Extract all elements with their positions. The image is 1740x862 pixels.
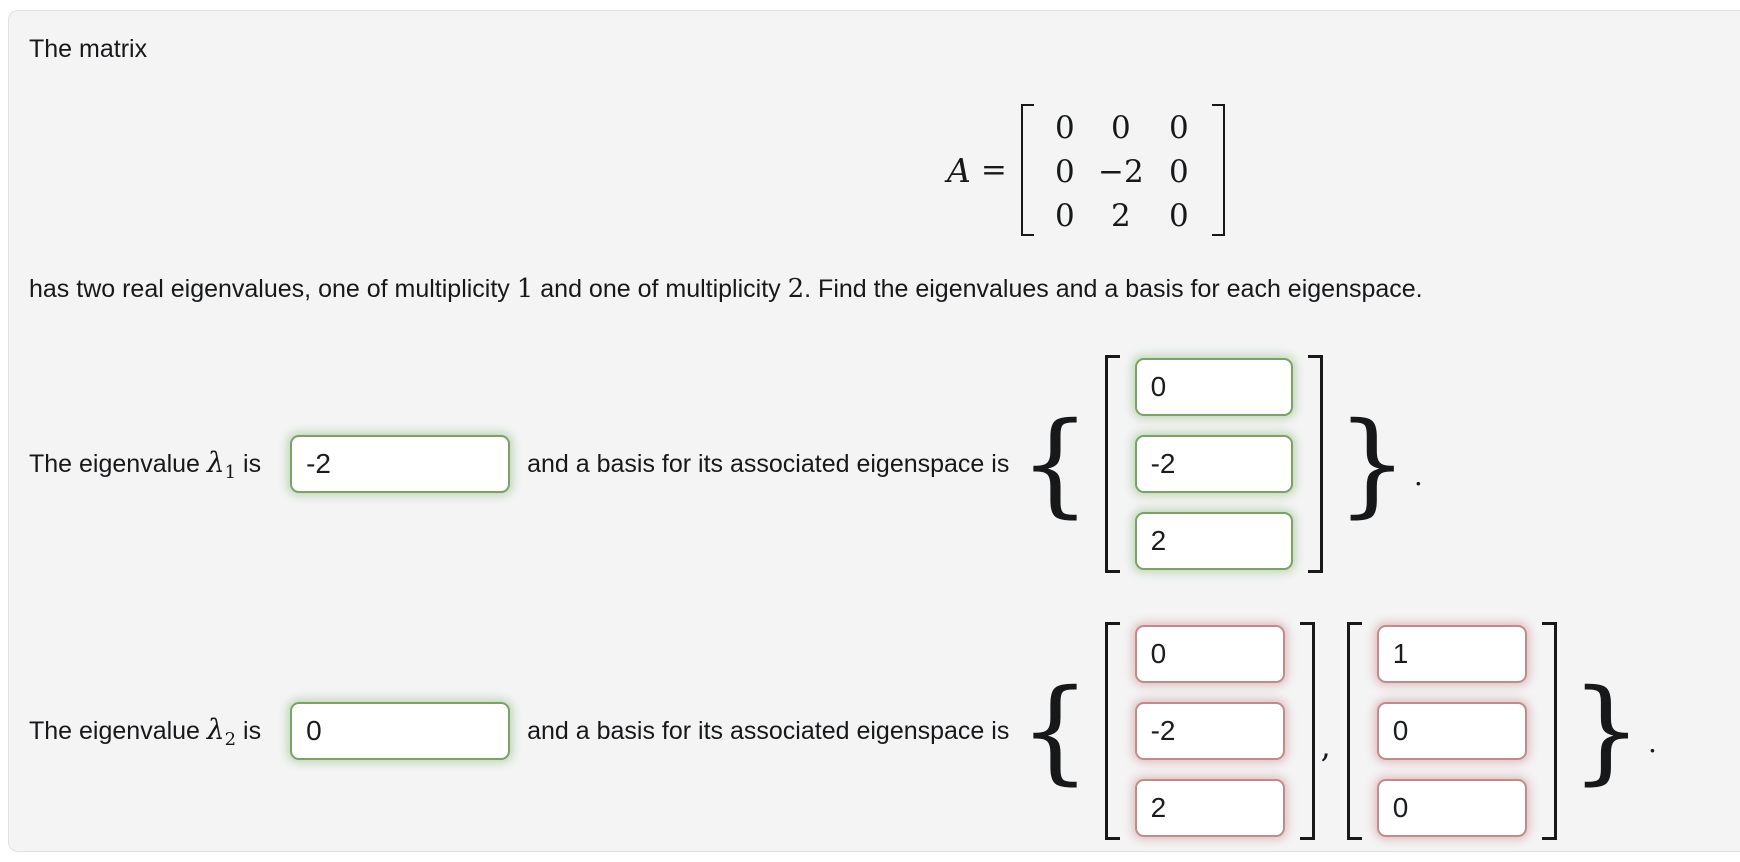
- matrix-grid: 0 0 0 0 −2 0 0 2 0: [1034, 104, 1212, 236]
- vector-right-bracket: [1299, 622, 1315, 840]
- basis-2-vector-2-entry-2[interactable]: [1376, 702, 1527, 760]
- matrix-left-bracket: [1020, 104, 1034, 236]
- eigenvalue-1-input[interactable]: [290, 435, 511, 493]
- basis-2-label: and a basis for its associated eigenspac…: [527, 716, 1010, 745]
- basis-2-vector-1: [1104, 622, 1315, 840]
- matrix-name: A: [947, 150, 971, 190]
- basis-2-vector-2: [1346, 622, 1557, 840]
- multiplicity-1: 1: [516, 274, 534, 304]
- lambda-subscript: 2: [224, 728, 237, 750]
- close-brace: }: [1336, 399, 1408, 529]
- sentence-period: .: [1413, 458, 1423, 492]
- matrix-cell: 0: [1054, 198, 1075, 234]
- open-brace: {: [1019, 666, 1091, 796]
- vector-right-bracket: [1307, 355, 1323, 573]
- basis-1-vector-1-entry-2[interactable]: [1134, 435, 1293, 493]
- eigenvalue-1-row: The eigenvalue λ1 is and a basis for its…: [29, 354, 1740, 574]
- basis-2-vector-2-entry-1[interactable]: [1376, 625, 1527, 683]
- statement-part: has two real eigenvalues, one of multipl…: [29, 275, 517, 303]
- matrix-cell: 0: [1110, 110, 1131, 146]
- intro-text: The matrix: [29, 35, 148, 63]
- vector-left-bracket: [1104, 355, 1120, 573]
- basis-2-vector-1-entry-2[interactable]: [1134, 702, 1285, 760]
- lambda-symbol: λ: [206, 712, 225, 746]
- eigenvalue-2-label: The eigenvalue λ2 is: [29, 712, 262, 750]
- problem-panel: The matrix A = 0 0 0 0 −2 0 0 2 0 has tw…: [8, 10, 1740, 852]
- matrix-cell: 0: [1168, 198, 1189, 234]
- matrix-cell: 0: [1168, 154, 1189, 190]
- basis-2-vector-1-entry-1[interactable]: [1134, 625, 1285, 683]
- statement-part: . Find the eigenvalues and a basis for e…: [804, 275, 1423, 303]
- vector-separator-comma: ,: [1320, 727, 1331, 765]
- basis-1-vector-1: [1104, 355, 1323, 573]
- multiplicity-2: 2: [787, 274, 805, 304]
- vector-left-bracket: [1104, 622, 1120, 840]
- open-brace: {: [1019, 399, 1091, 529]
- basis-2-vector-2-entry-3[interactable]: [1376, 779, 1527, 837]
- lambda-symbol: λ: [206, 445, 225, 479]
- basis-2-vector-1-entry-3[interactable]: [1134, 779, 1285, 837]
- matrix-equation: A = 0 0 0 0 −2 0 0 2 0: [947, 104, 1740, 236]
- eigenvalue-2-row: The eigenvalue λ2 is and a basis for its…: [29, 621, 1740, 841]
- vector-right-bracket: [1541, 622, 1557, 840]
- matrix-cell: 0: [1054, 110, 1075, 146]
- problem-statement: has two real eigenvalues, one of multipl…: [29, 274, 1740, 304]
- equals-sign: =: [980, 152, 1007, 188]
- matrix-cell: −2: [1097, 154, 1144, 190]
- vector-left-bracket: [1346, 622, 1362, 840]
- matrix-cell: 2: [1110, 198, 1131, 234]
- basis-1-vector-1-entry-1[interactable]: [1134, 358, 1293, 416]
- eigenvalue-2-input[interactable]: [290, 702, 511, 760]
- lambda-subscript: 1: [224, 461, 237, 483]
- matrix-right-bracket: [1211, 104, 1225, 236]
- statement-part: and one of multiplicity: [533, 275, 788, 303]
- close-brace: }: [1570, 666, 1643, 796]
- matrix-cell: 0: [1054, 154, 1075, 190]
- basis-1-vector-1-entry-3[interactable]: [1134, 512, 1293, 570]
- sentence-period: .: [1648, 725, 1657, 759]
- eigenvalue-1-label: The eigenvalue λ1 is: [29, 445, 262, 483]
- basis-1-label: and a basis for its associated eigenspac…: [527, 449, 1010, 478]
- matrix-cell: 0: [1168, 110, 1189, 146]
